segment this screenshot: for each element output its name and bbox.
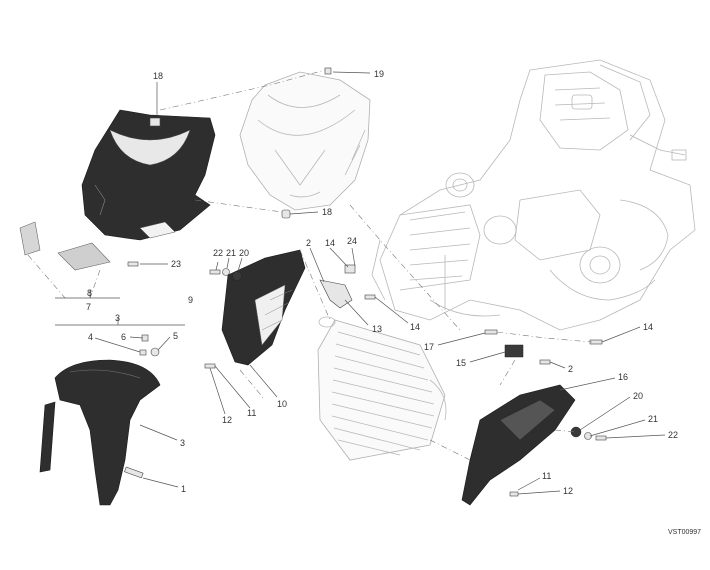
callout-2: 2: [568, 364, 573, 374]
callout-9: 9: [188, 295, 193, 305]
callout-14: 14: [325, 238, 335, 248]
callout-22: 22: [668, 430, 678, 440]
callout-17: 17: [424, 342, 434, 352]
callout-10: 10: [277, 399, 287, 409]
callout-3: 3: [180, 438, 185, 448]
callout-8: 8: [87, 288, 92, 298]
callout-4: 4: [88, 332, 93, 342]
callout-1: 1: [181, 484, 186, 494]
callout-22: 22: [213, 248, 223, 258]
callout-12: 12: [222, 415, 232, 425]
callout-19: 19: [374, 69, 384, 79]
callout-6: 6: [121, 332, 126, 342]
side-panel-right: [461, 384, 576, 506]
callout-numbers: 18 19 18 22 21 20 2 14 24 23 8 7 9 3 4 6…: [86, 69, 701, 536]
fuel-tank-outline: [239, 71, 371, 211]
callout-21: 21: [648, 414, 658, 424]
callout-2: 2: [306, 238, 311, 248]
upper-fairing: [81, 109, 216, 241]
callout-5: 5: [173, 331, 178, 341]
assembly-lines: [27, 69, 593, 461]
callout-7: 7: [86, 302, 91, 312]
callout-20: 20: [239, 248, 249, 258]
screen-panel-8: [57, 242, 111, 271]
callout-11: 11: [542, 471, 551, 481]
callout-14: 14: [643, 322, 653, 332]
callout-18: 18: [153, 71, 163, 81]
radiator-outline: [317, 316, 447, 461]
callout-16: 16: [618, 372, 628, 382]
hardware: [124, 67, 607, 497]
callout-15: 15: [456, 358, 466, 368]
callout-18: 18: [322, 207, 332, 217]
drawing-code: VST00997: [668, 529, 701, 536]
callout-3: 3: [115, 313, 120, 323]
callout-23: 23: [171, 259, 181, 269]
callout-14: 14: [410, 322, 420, 332]
callout-20: 20: [633, 391, 643, 401]
leader-lines: [89, 71, 666, 495]
side-panel-left: [221, 249, 306, 366]
callout-12: 12: [563, 486, 573, 496]
reflector-panel: [19, 221, 41, 256]
engine-outline: [371, 59, 696, 331]
callout-11: 11: [247, 408, 256, 418]
callout-24: 24: [347, 236, 357, 246]
callout-21: 21: [226, 248, 236, 258]
callout-13: 13: [372, 324, 382, 334]
front-fender: [39, 359, 161, 506]
